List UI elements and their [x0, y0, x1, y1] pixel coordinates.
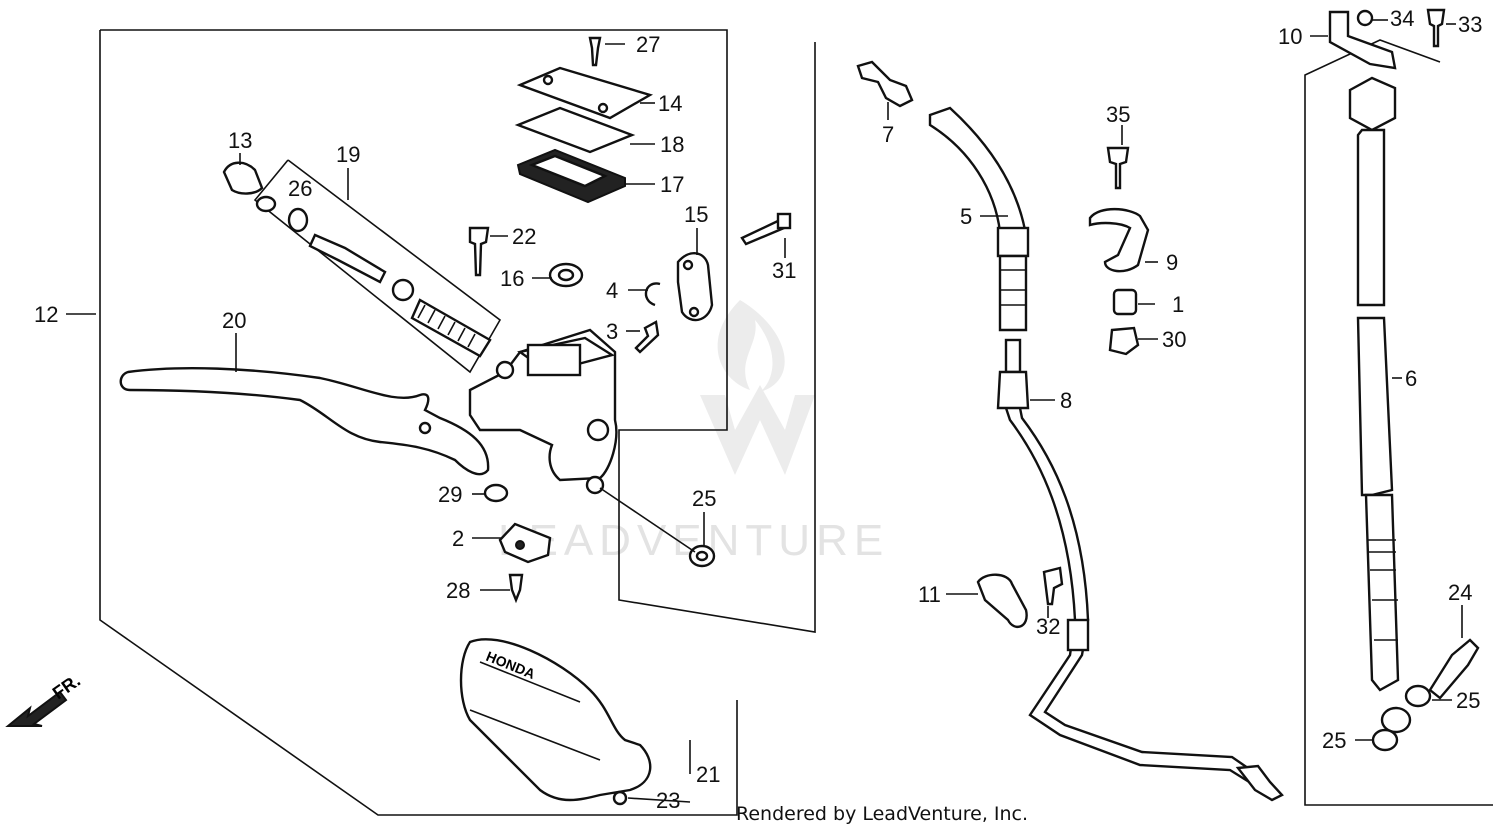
callout-20: 20 [222, 308, 246, 333]
callout-26: 26 [288, 176, 312, 201]
guard-screw [612, 790, 628, 806]
washer-right [1404, 684, 1432, 708]
guide-bolt [1356, 9, 1374, 27]
upper-brake-hose [928, 106, 1030, 332]
master-cylinder-body [468, 328, 618, 495]
callouts: 1 2 3 4 5 6 7 8 9 10 11 12 13 14 15 16 1… [34, 6, 1482, 813]
callout-21: 21 [696, 762, 720, 787]
piston-kit [287, 207, 492, 358]
callout-14: 14 [658, 91, 682, 116]
hand-guard: HONDA [459, 638, 652, 802]
callout-25-b: 25 [1456, 688, 1480, 713]
diaphragm-plate [514, 106, 636, 154]
callout-8: 8 [1060, 388, 1072, 413]
hose-clamp [1088, 207, 1150, 273]
cap-screw [588, 36, 602, 67]
piston-kit-outline [253, 159, 502, 374]
guide-bolt-long [1426, 8, 1446, 48]
pipe-clamp-bolt [1042, 566, 1064, 606]
brake-light-switch [498, 522, 552, 564]
callout-3: 3 [606, 319, 618, 344]
callout-19: 19 [336, 142, 360, 167]
brake-pipe [996, 338, 1284, 802]
callout-15: 15 [684, 202, 708, 227]
rendered-by-footer: Rendered by LeadVenture, Inc. [736, 803, 1029, 825]
switch-screw [508, 573, 524, 604]
callout-2: 2 [452, 526, 464, 551]
callout-29: 29 [438, 482, 462, 507]
master-cylinder-group-border [99, 29, 816, 816]
callout-25-a: 25 [692, 486, 716, 511]
banjo-bolt [1428, 638, 1480, 700]
callout-28: 28 [446, 578, 470, 603]
pivot-bolt [468, 226, 490, 277]
callout-27: 27 [636, 32, 660, 57]
master-cylinder-holder [676, 252, 714, 322]
watermark: LEADVENTURE [498, 300, 883, 565]
hose-guide [1328, 10, 1397, 70]
callout-22: 22 [512, 224, 536, 249]
callout-10: 10 [1278, 24, 1302, 49]
clamp-nut [1108, 326, 1140, 356]
lower-brake-hose [1348, 76, 1412, 734]
callout-1: 1 [1172, 292, 1184, 317]
callout-35: 35 [1106, 102, 1130, 127]
callout-5: 5 [960, 204, 972, 229]
holder-bolt [634, 320, 660, 354]
front-direction-arrow: FR. [5, 670, 84, 727]
callout-11: 11 [918, 582, 941, 607]
brake-lever [119, 366, 490, 476]
callout-7: 7 [882, 122, 894, 147]
callout-33: 33 [1458, 12, 1482, 37]
callout-9: 9 [1166, 250, 1178, 275]
switch-nut [483, 483, 509, 503]
callout-4: 4 [606, 278, 618, 303]
clamp-bolt [1106, 146, 1130, 190]
clip [644, 282, 661, 307]
circlip [255, 195, 277, 213]
union-bolt [856, 60, 914, 108]
callout-32: 32 [1036, 614, 1060, 639]
callout-13: 13 [228, 128, 252, 153]
callout-34: 34 [1390, 6, 1414, 31]
callout-23: 23 [656, 788, 680, 813]
reservoir-cap [516, 66, 654, 120]
collar [1112, 288, 1138, 316]
callout-18: 18 [660, 132, 684, 157]
callout-25-c: 25 [1322, 728, 1346, 753]
hose-group-border [1304, 39, 1493, 806]
callout-6: 6 [1405, 366, 1417, 391]
boot [222, 161, 264, 195]
leader-lines [66, 19, 1463, 803]
callout-17: 17 [660, 172, 684, 197]
callout-30: 30 [1162, 327, 1186, 352]
callout-31: 31 [772, 258, 796, 283]
pipe-clamp [976, 573, 1028, 629]
callout-12: 12 [34, 302, 58, 327]
washer-lower [1371, 728, 1399, 752]
callout-16: 16 [500, 266, 524, 291]
callout-24: 24 [1448, 580, 1472, 605]
